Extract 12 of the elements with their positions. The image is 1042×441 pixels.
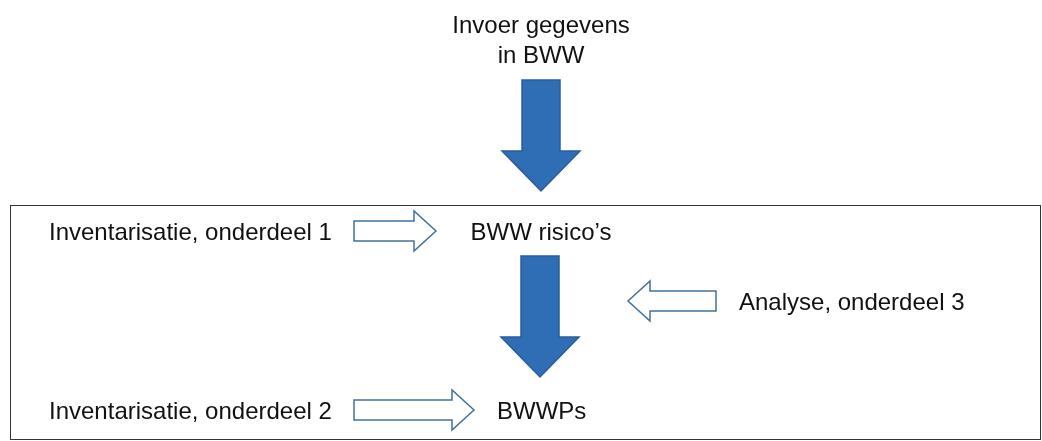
step-label: Invoer gegevens in BWW: [441, 6, 641, 74]
outline-arrow: [626, 279, 717, 323]
step-label: BWW risico’s: [451, 213, 631, 251]
step-label: Inventarisatie, onderdeel 2: [41, 392, 341, 430]
outline-arrow: [353, 209, 438, 253]
block-arrow: [499, 255, 581, 379]
block-arrow: [500, 79, 582, 193]
step-label: BWWPs: [489, 392, 594, 430]
step-label: Analyse, onderdeel 3: [731, 283, 976, 321]
outline-arrow: [353, 388, 476, 432]
frame-box: [10, 205, 1041, 440]
step-label: Inventarisatie, onderdeel 1: [41, 213, 341, 251]
